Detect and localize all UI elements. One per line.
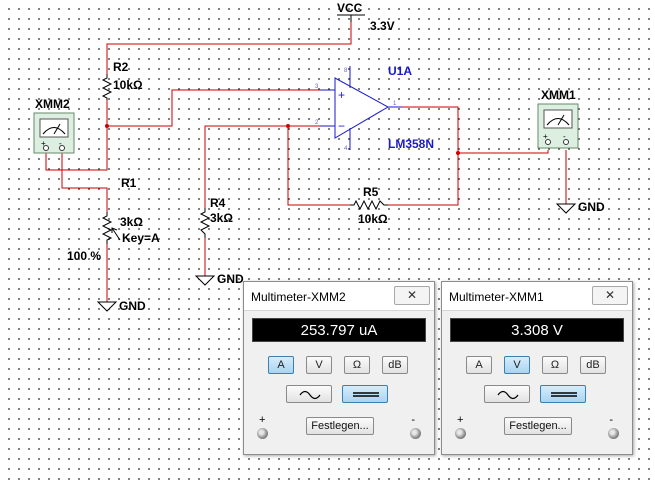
pin-label: 4: [344, 146, 348, 152]
r2-label: R2: [113, 60, 129, 74]
ground-icon: [96, 301, 118, 312]
sine-wave-icon: [497, 390, 519, 400]
r4-label: R4: [210, 196, 226, 210]
junction-dot: [286, 124, 290, 128]
vcc-symbol[interactable]: [337, 14, 365, 22]
wire-node-noninv[interactable]: [107, 89, 335, 127]
wire-out-xmm1[interactable]: [458, 150, 549, 154]
mode-ohm-button[interactable]: Ω: [542, 356, 568, 374]
minus-terminal[interactable]: [410, 428, 421, 439]
reading-display: 3.308 V: [450, 318, 624, 342]
mode-volt-button[interactable]: V: [504, 356, 530, 374]
potentiometer-arrow-icon: [111, 227, 121, 241]
resistor-r5[interactable]: [350, 199, 388, 211]
ground-icon: [194, 275, 216, 286]
svg-text:+: +: [41, 139, 46, 148]
ground-icon: [555, 203, 577, 214]
resistor-r1[interactable]: [101, 212, 113, 244]
junction-dot: [105, 124, 109, 128]
sine-wave-icon: [299, 390, 321, 400]
dc-mode-button[interactable]: [540, 385, 586, 403]
multimeter-xmm1-symbol[interactable]: + -: [537, 103, 579, 149]
xmm2-label: XMM2: [35, 97, 70, 111]
settings-button[interactable]: Festlegen...: [306, 417, 374, 435]
wires[interactable]: [45, 22, 567, 302]
reading-display: 253.797 uA: [252, 318, 426, 342]
mode-db-button[interactable]: dB: [580, 356, 606, 374]
resistor-r4[interactable]: [199, 208, 211, 238]
dc-line-icon: [353, 392, 379, 397]
vcc-label: VCC: [337, 1, 363, 15]
pin-label: 3: [315, 84, 319, 90]
plus-terminal-label: +: [259, 414, 266, 426]
gnd-label: GND: [578, 200, 605, 214]
pin-label: 8: [344, 68, 348, 74]
junction-dot: [456, 151, 460, 155]
multimeter-xmm2-window[interactable]: Multimeter-XMM2 ✕ 253.797 uA A V Ω dB + …: [243, 281, 435, 455]
minus-terminal-label: -: [609, 414, 613, 426]
mode-ampere-button[interactable]: A: [268, 356, 294, 374]
opamp-minus: −: [338, 119, 345, 133]
r1-setting: 100 %: [67, 249, 101, 263]
gnd-label: GND: [217, 272, 244, 286]
r5-value: 10kΩ: [358, 212, 388, 226]
mode-volt-button[interactable]: V: [306, 356, 332, 374]
vcc-value: 3.3V: [370, 19, 395, 33]
opamp-part: LM358N: [388, 137, 434, 151]
mode-ohm-button[interactable]: Ω: [344, 356, 370, 374]
window-titlebar[interactable]: Multimeter-XMM2 ✕: [244, 282, 434, 311]
dc-mode-button[interactable]: [342, 385, 388, 403]
plus-terminal-label: +: [457, 414, 464, 426]
svg-text:-: -: [563, 132, 566, 141]
minus-terminal[interactable]: [608, 428, 619, 439]
plus-terminal[interactable]: [257, 428, 268, 439]
wire-vcc-r2[interactable]: [106, 22, 352, 74]
mode-db-button[interactable]: dB: [382, 356, 408, 374]
r1-label: R1: [121, 176, 137, 190]
ac-mode-button[interactable]: [286, 385, 332, 403]
wire-inv-r5[interactable]: [287, 126, 350, 206]
pin-label: 2: [315, 120, 319, 126]
ac-mode-button[interactable]: [484, 385, 530, 403]
svg-text:-: -: [59, 139, 62, 148]
svg-text:+: +: [543, 132, 548, 141]
mode-ampere-button[interactable]: A: [466, 356, 492, 374]
resistor-r2[interactable]: [101, 74, 113, 100]
close-button[interactable]: ✕: [394, 286, 430, 305]
r5-label: R5: [363, 185, 379, 199]
multimeter-xmm2-symbol[interactable]: + -: [33, 112, 75, 154]
gnd-label: GND: [119, 299, 146, 313]
wire-xmm2-r1[interactable]: [61, 150, 108, 212]
plus-terminal[interactable]: [455, 428, 466, 439]
r1-key: Key=A: [122, 231, 160, 245]
settings-button[interactable]: Festlegen...: [504, 417, 572, 435]
r4-value: 3kΩ: [210, 211, 233, 225]
r1-value: 3kΩ: [120, 215, 143, 229]
multimeter-xmm1-window[interactable]: Multimeter-XMM1 ✕ 3.308 V A V Ω dB + - F…: [441, 281, 633, 455]
wire-node-xmm2[interactable]: [45, 126, 108, 171]
window-titlebar[interactable]: Multimeter-XMM1 ✕: [442, 282, 632, 311]
opamp-plus: +: [338, 88, 345, 102]
wire-r5-out[interactable]: [388, 106, 459, 206]
dc-line-icon: [551, 392, 577, 397]
minus-terminal-label: -: [411, 414, 415, 426]
window-title: Multimeter-XMM2: [251, 290, 346, 304]
opamp-u1a[interactable]: + −: [320, 66, 402, 150]
xmm1-label: XMM1: [541, 88, 576, 102]
window-title: Multimeter-XMM1: [449, 290, 544, 304]
pin-label: 1: [393, 101, 397, 107]
close-button[interactable]: ✕: [592, 286, 628, 305]
wire-inv[interactable]: [204, 125, 335, 208]
r2-value: 10kΩ: [113, 78, 143, 92]
opamp-label: U1A: [388, 64, 412, 78]
